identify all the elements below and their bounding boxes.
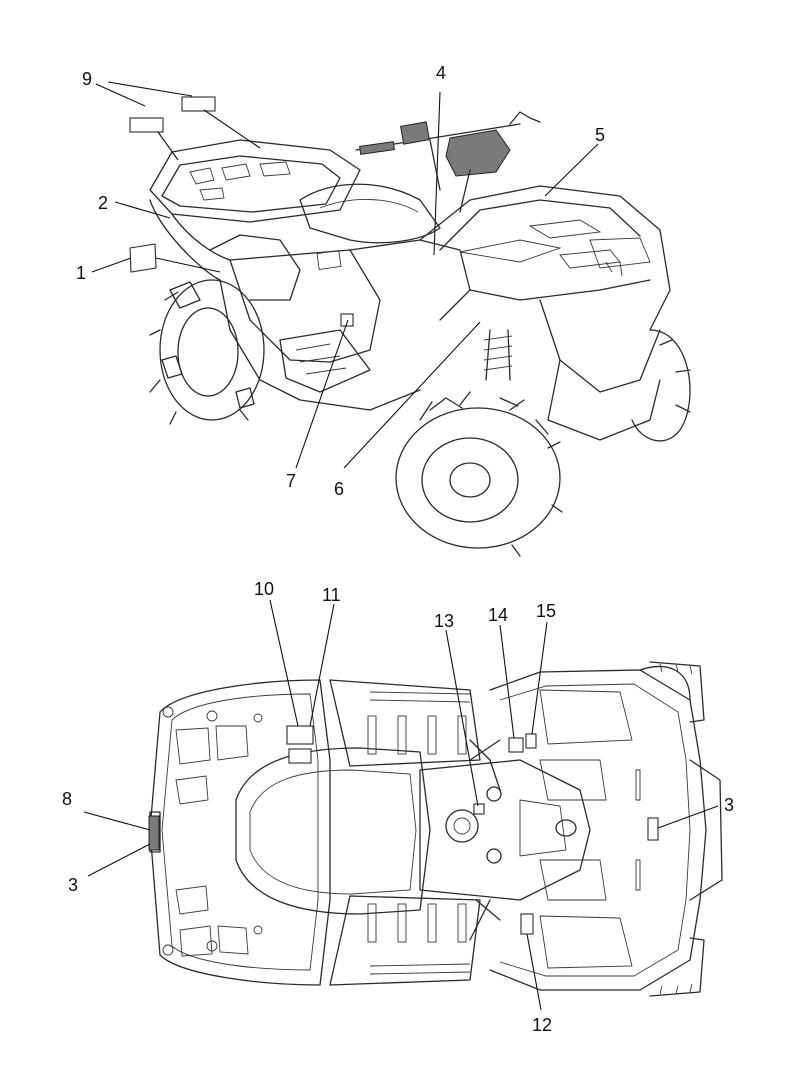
front-bumper <box>689 759 723 901</box>
front-tire-right <box>649 937 705 997</box>
decal-9b <box>181 96 216 112</box>
decal-14 <box>508 737 524 753</box>
footwell-holes <box>367 691 471 975</box>
callout-10: 10 <box>254 579 275 599</box>
left-footwell <box>329 679 481 767</box>
handlebars <box>355 111 541 213</box>
front-fender <box>489 669 707 991</box>
callout-5: 5 <box>595 125 606 145</box>
top-view-decals <box>148 725 659 935</box>
body-fenders <box>149 185 671 441</box>
leader-lines-bottom <box>83 599 719 1011</box>
atv-side-view <box>91 81 691 557</box>
callout-4: 4 <box>436 63 447 83</box>
decal-1 <box>129 243 157 273</box>
seat <box>299 183 441 244</box>
leader-lines-top <box>91 81 599 469</box>
atv-top-view <box>83 599 723 1011</box>
callout-7: 7 <box>286 471 297 491</box>
callout-13: 13 <box>434 611 455 631</box>
seat-top <box>235 747 431 915</box>
decal-7 <box>340 313 354 327</box>
rear-wheel <box>149 279 265 425</box>
decal-10 <box>286 725 314 745</box>
callout-8: 8 <box>62 789 73 809</box>
side-decals <box>129 96 354 327</box>
callout-1: 1 <box>76 263 87 283</box>
callout-2: 2 <box>98 193 109 213</box>
rear-rack <box>149 139 361 223</box>
decal-9a <box>129 117 164 133</box>
decal-12 <box>520 913 534 935</box>
right-footwell <box>329 895 481 986</box>
far-front-wheel <box>631 329 691 442</box>
console <box>419 759 591 901</box>
decal-3-front <box>647 817 659 841</box>
decal-11 <box>288 748 312 764</box>
front-tire-left <box>639 665 691 701</box>
callout-14: 14 <box>488 605 509 625</box>
callout-12: 12 <box>532 1015 553 1035</box>
callout-9: 9 <box>82 69 93 89</box>
callout-6: 6 <box>334 479 345 499</box>
callout-15: 15 <box>536 601 557 621</box>
front-wheel <box>395 391 563 557</box>
decal-8 <box>148 815 160 851</box>
decal-15 <box>525 733 537 749</box>
callout-11: 11 <box>322 585 341 605</box>
rear-fender <box>149 679 331 986</box>
callout-3-front: 3 <box>724 795 735 815</box>
decal-13 <box>473 803 485 815</box>
callout-3-rear: 3 <box>68 875 79 895</box>
